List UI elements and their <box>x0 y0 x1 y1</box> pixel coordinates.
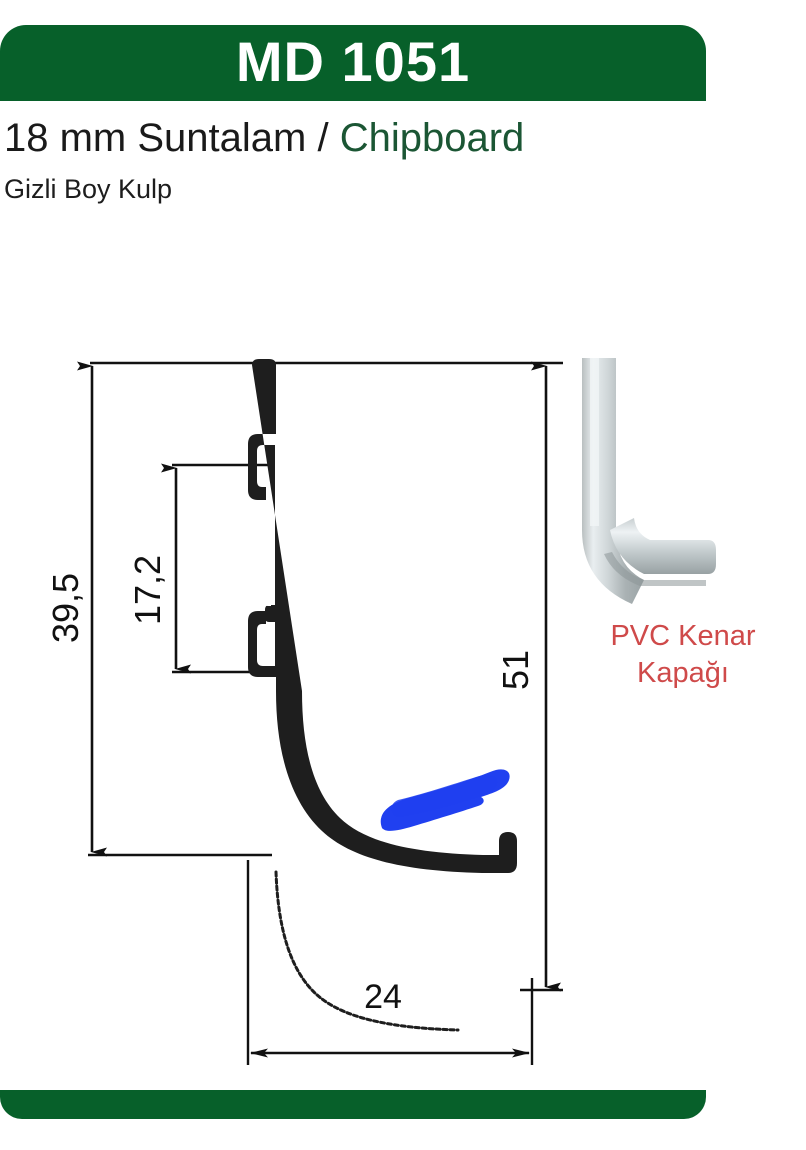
handle-profile-cross-section <box>248 359 517 1032</box>
pvc-caption-line1: PVC Kenar <box>610 620 756 652</box>
dimension-label-51: 51 <box>495 650 536 690</box>
product-code-banner: MD 1051 <box>0 25 706 101</box>
pvc-edge-cap-image <box>582 358 716 604</box>
dimension-label-395: 39,5 <box>45 573 86 643</box>
dimension-label-172: 17,2 <box>127 555 168 625</box>
product-code-text: MD 1051 <box>235 29 471 93</box>
footer-bar <box>0 1090 706 1119</box>
handle-type-label: Gizli Boy Kulp <box>4 174 173 204</box>
blue-marker-stroke <box>380 769 510 831</box>
material-english-label: Chipboard <box>339 116 525 160</box>
material-subtitle: 18 mm Suntalam / Chipboard <box>4 112 704 164</box>
pvc-caption-line2: Kapağı <box>637 657 729 690</box>
material-thickness-label: 18 mm Suntalam / <box>4 116 340 160</box>
pvc-edge-cap-caption: PVC Kenar Kapağı <box>560 618 806 692</box>
dimension-label-24: 24 <box>364 978 402 1016</box>
